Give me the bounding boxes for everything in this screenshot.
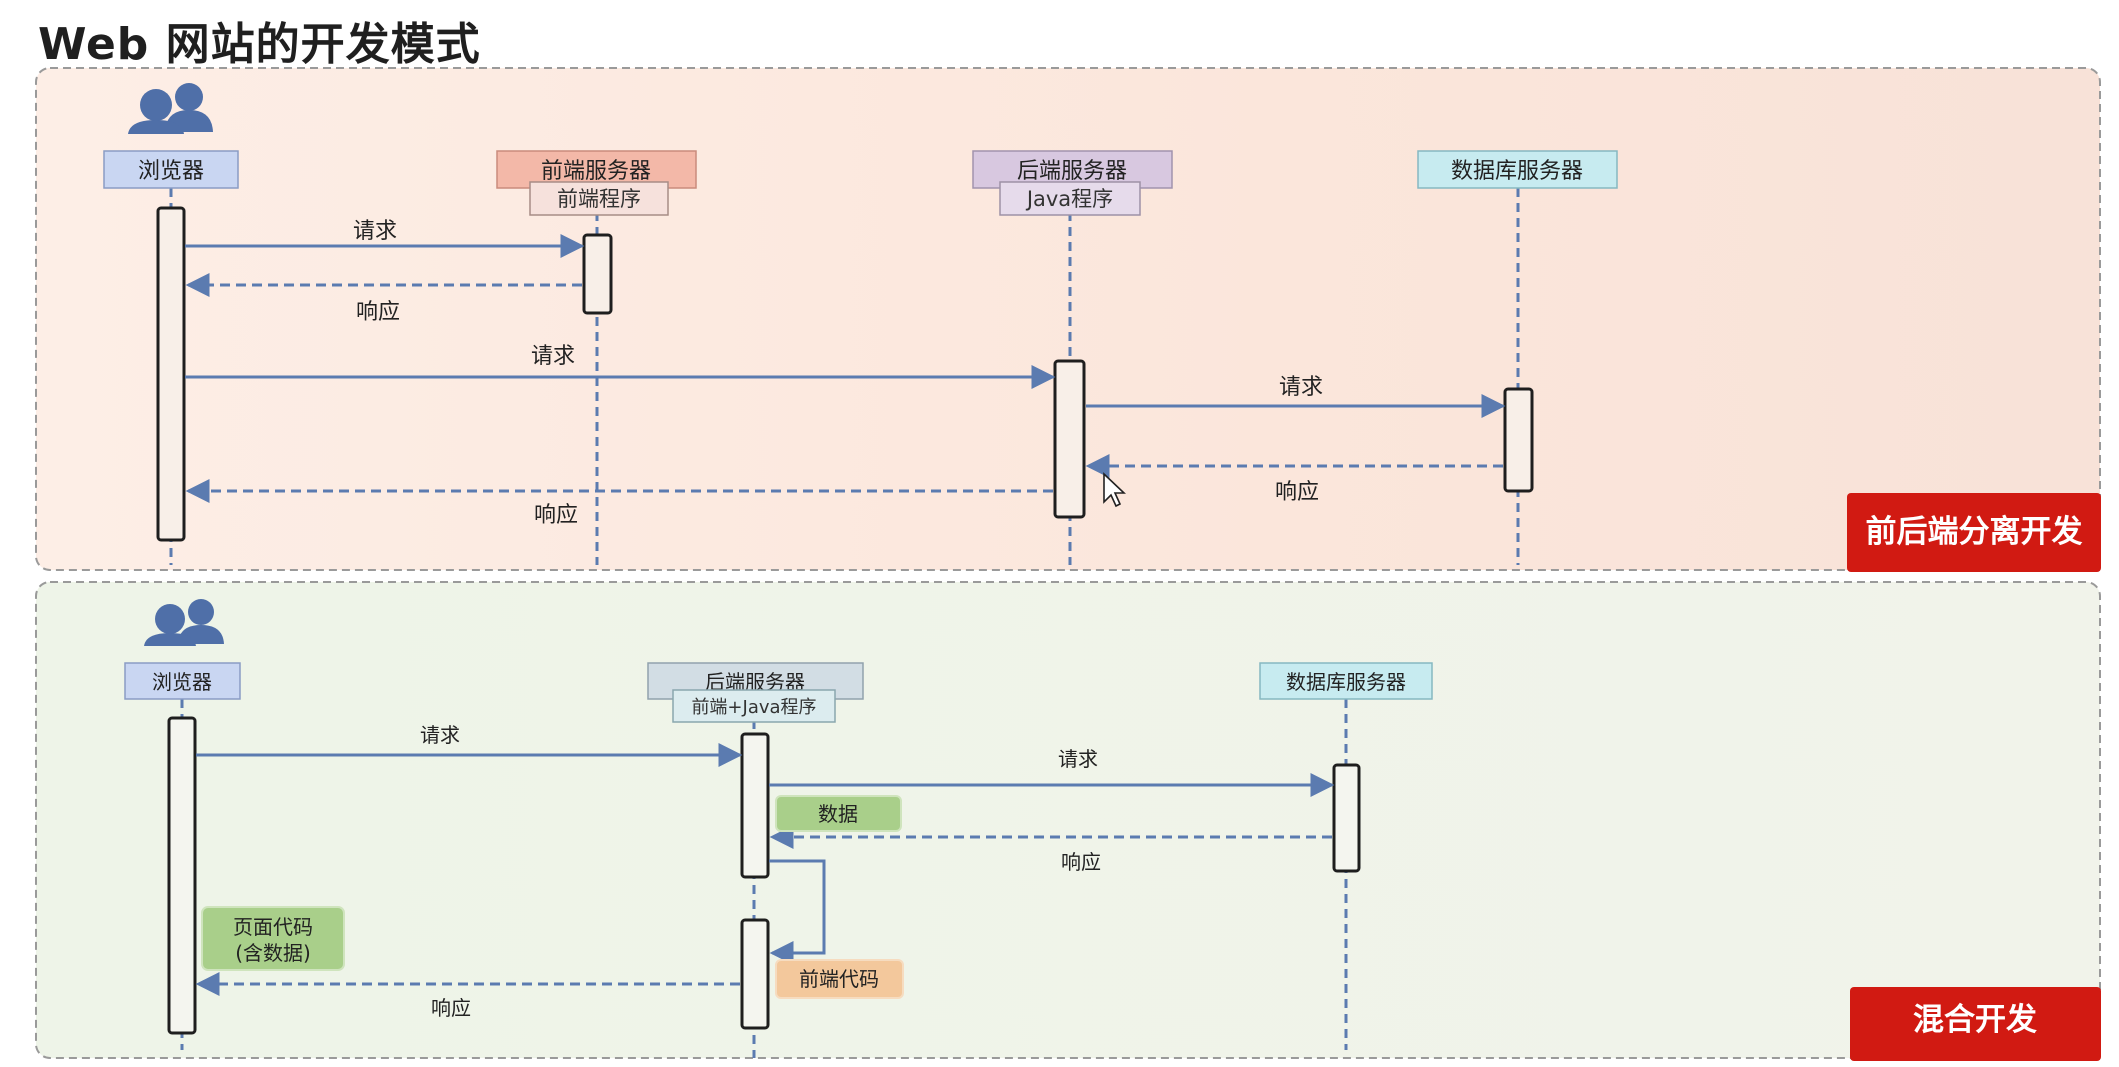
message-label: 响应 (431, 996, 471, 1020)
message-label: 响应 (534, 503, 578, 528)
mouse-cursor-icon (1103, 472, 1127, 508)
mode-badge-mixed: 混合开发 (1850, 987, 2101, 1061)
participant-database-server: 数据库服务器 (1259, 662, 1433, 700)
activation-bar (1053, 359, 1086, 519)
message-label: 请求 (1058, 747, 1098, 771)
participant-label: 前端服务器 (541, 159, 651, 184)
self-call-arrow (769, 859, 826, 965)
participant-subtitle: 前端程序 (557, 187, 641, 211)
svg-text:(含数据): (含数据) (235, 941, 311, 965)
participant-browser: 浏览器 (103, 150, 239, 189)
activation-bar (1503, 387, 1534, 493)
message-label: 请求 (1279, 375, 1323, 400)
users-icon (144, 599, 224, 646)
mode-badge-separation: 前后端分离开发 (1847, 493, 2101, 572)
message-label: 响应 (1061, 850, 1101, 874)
section-frontend-backend-separation: 浏览器 前端服务器 前端程序 后端服务器 Java程序 数据库服务器 (35, 67, 2101, 572)
participant-subtitle: Java程序 (1025, 187, 1113, 211)
participant-label: 数据库服务器 (1451, 159, 1583, 184)
activation-bar (740, 732, 770, 879)
activation-bar (582, 233, 613, 315)
message-label: 响应 (1275, 480, 1319, 505)
participant-database-server: 数据库服务器 (1417, 150, 1618, 189)
note-page-code: 页面代码 (含数据) (201, 906, 345, 971)
participant-backend-server: 后端服务器 Java程序 (972, 150, 1173, 216)
participant-subtitle: 前端+Java程序 (691, 697, 816, 718)
note-data: 数据 (775, 795, 902, 832)
participant-browser: 浏览器 (124, 662, 241, 700)
participant-frontend-server: 前端服务器 前端程序 (496, 150, 697, 216)
svg-text:数据: 数据 (818, 802, 858, 826)
note-frontend-code: 前端代码 (775, 959, 904, 999)
activation-bar (740, 918, 770, 1030)
participant-backend-server: 后端服务器 前端+Java程序 (647, 662, 864, 723)
svg-text:前端代码: 前端代码 (799, 967, 879, 991)
activation-bar (1332, 763, 1361, 873)
svg-text:前后端分离开发: 前后端分离开发 (1866, 514, 2083, 550)
users-icon (128, 83, 213, 134)
page-title: Web 网站的开发模式 (38, 19, 481, 70)
message-label: 响应 (356, 300, 400, 325)
participant-label: 数据库服务器 (1286, 670, 1406, 694)
message-label: 请求 (420, 723, 460, 747)
activation-bar (167, 716, 197, 1035)
svg-text:页面代码: 页面代码 (233, 915, 313, 939)
participant-label: 浏览器 (138, 159, 204, 184)
section-mixed-development: 浏览器 后端服务器 前端+Java程序 数据库服务器 请求 请求 (35, 581, 2101, 1061)
svg-text:混合开发: 混合开发 (1913, 1002, 2037, 1038)
activation-bar (156, 206, 186, 542)
message-label: 请求 (353, 219, 397, 244)
participant-label: 后端服务器 (1017, 159, 1127, 184)
participant-label: 浏览器 (152, 670, 212, 694)
message-label: 请求 (531, 344, 575, 369)
